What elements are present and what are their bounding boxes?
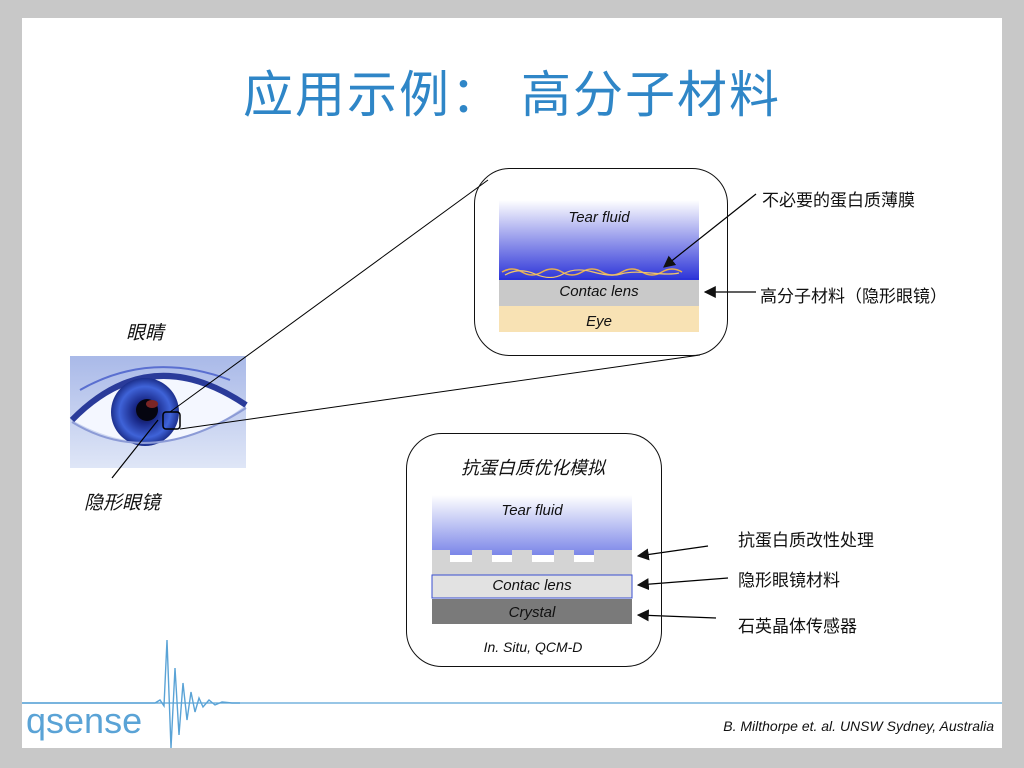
annotation-lens-material: 隐形眼镜材料 [738, 571, 840, 591]
qsense-logo: qsense [26, 703, 142, 739]
bottom-diagram-box [406, 433, 662, 667]
eye-label: 眼睛 [126, 322, 165, 344]
annotation-protein-film: 不必要的蛋白质薄膜 [762, 191, 915, 211]
top-contact-lens-label: Contac lens [559, 283, 639, 300]
contact-lens-label: 隐形眼镜 [84, 492, 161, 514]
logo-text: qsense [26, 700, 143, 741]
page-title: 应用示例： 高分子材料 [243, 66, 781, 124]
citation: B. Milthorpe et. al. UNSW Sydney, Austra… [723, 718, 994, 734]
bottom-contact-lens-label: Contac lens [492, 577, 572, 594]
method-label: In. Situ, QCM-D [483, 639, 583, 655]
top-eye-label: Eye [586, 313, 612, 330]
annotation-anti-protein-modification: 抗蛋白质改性处理 [738, 531, 874, 551]
bottom-diagram-heading: 抗蛋白质优化模拟 [461, 458, 605, 479]
crystal-label: Crystal [508, 604, 556, 621]
bottom-tear-fluid-label: Tear fluid [501, 502, 563, 519]
annotation-quartz-sensor: 石英晶体传感器 [738, 617, 857, 637]
top-tear-fluid-label: Tear fluid [568, 209, 630, 226]
annotation-polymer-material: 高分子材料（隐形眼镜） [760, 287, 947, 307]
top-diagram-box [474, 168, 728, 356]
